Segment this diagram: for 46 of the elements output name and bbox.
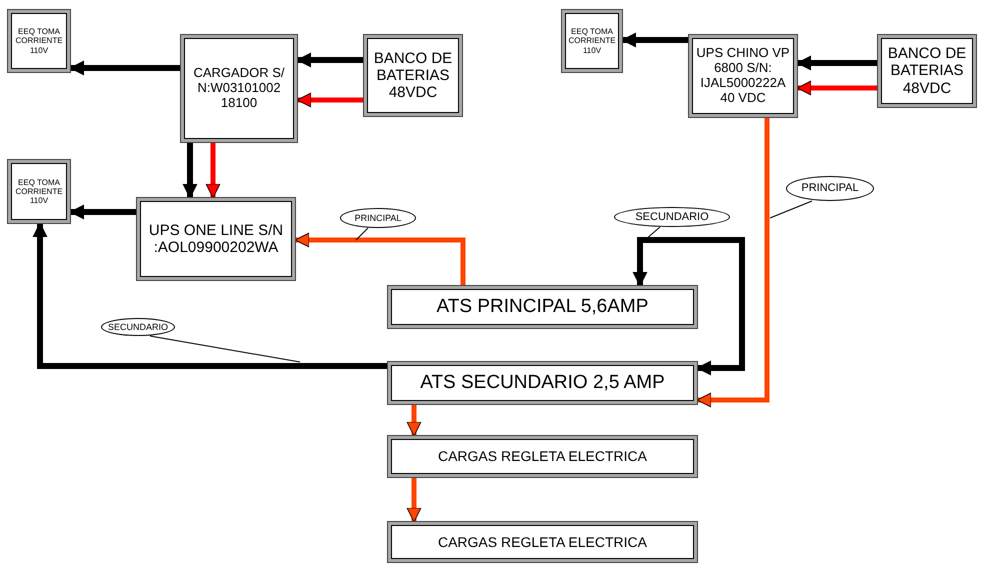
arrow (406, 404, 422, 436)
component-box (388, 522, 697, 562)
arrow (296, 52, 364, 68)
leader-line (150, 336, 300, 362)
arrow (32, 222, 388, 369)
node-label: UPS CHINO VP 6800 S/N: IJAL5000222A 40 VDC (695, 46, 791, 106)
arrow (696, 117, 770, 408)
component-box (689, 35, 797, 117)
node-label: ATS PRINCIPAL 5,6AMP (436, 296, 648, 318)
leader-line (770, 200, 812, 218)
node-label: SECUNDARIO (635, 210, 709, 224)
node-label: PRINCIPAL (354, 212, 402, 224)
arrow (796, 56, 878, 70)
arrow (182, 142, 198, 198)
arrow (70, 204, 137, 220)
node-label: EEQ TOMA CORRIENTE 110V (567, 27, 617, 55)
component-box (8, 10, 70, 72)
node-label: CARGAS REGLETA ELECTRICA (438, 448, 647, 465)
node-label: UPS ONE LINE S/N :AOL09900202WA (148, 222, 284, 256)
arrow (796, 80, 878, 96)
component-box (562, 10, 622, 72)
arrow (406, 477, 422, 522)
node-label: CARGAS REGLETA ELECTRICA (438, 534, 647, 550)
arrow (206, 142, 220, 198)
arrow (632, 237, 745, 376)
component-box (388, 436, 697, 477)
arrow (622, 32, 689, 48)
node-label: CARGADOR S/ N:W03101002 18100 (192, 66, 286, 111)
arrow (296, 92, 364, 108)
node-label: EEQ TOMA CORRIENTE 110V (14, 178, 64, 206)
node-label: SECUNDARIO (108, 322, 168, 332)
node-label: ATS SECUNDARIO 2,5 AMP (420, 372, 665, 394)
component-box (878, 35, 976, 107)
node-label: PRINCIPAL (801, 182, 859, 195)
component-box (137, 198, 295, 280)
arrow (70, 60, 181, 76)
leader-line (356, 228, 368, 240)
component-box (8, 160, 70, 223)
component-box (388, 286, 697, 328)
component-box (388, 362, 697, 404)
node-label: EEQ TOMA CORRIENTE 110V (14, 27, 64, 55)
node-label: BANCO DE BATERIAS 48VDC (372, 50, 454, 102)
component-box (181, 35, 297, 142)
node-label: BANCO DE BATERIAS 48VDC (886, 45, 968, 97)
arrow (294, 232, 466, 286)
component-box (364, 35, 462, 116)
